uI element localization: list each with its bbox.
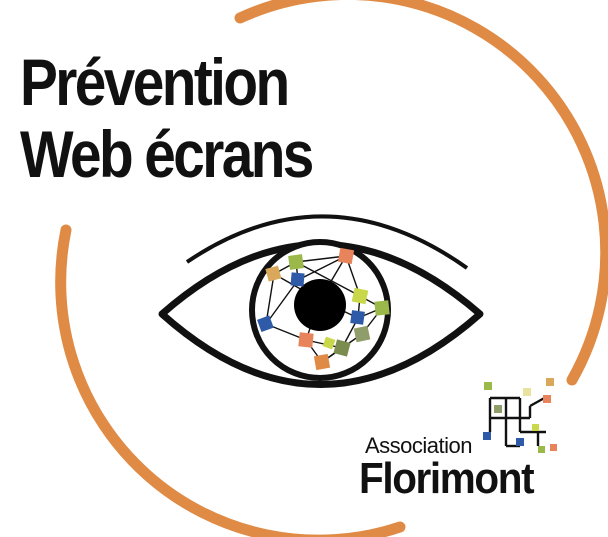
page-title: Prévention Web écrans	[20, 45, 314, 191]
title-line-2: Web écrans	[20, 117, 314, 191]
ring-arc-left-bottom	[55, 224, 406, 537]
tile	[351, 287, 369, 305]
tile	[353, 325, 371, 343]
tile	[333, 339, 351, 357]
iris-tiles	[257, 247, 390, 371]
eye-icon	[158, 214, 484, 388]
eye-brow	[185, 214, 469, 270]
tile	[322, 336, 336, 350]
tile	[298, 332, 314, 348]
association-name: Florimont	[359, 454, 535, 503]
eye-outline	[158, 241, 484, 388]
ring-arc-top-right	[234, 0, 608, 386]
title-line-1: Prévention	[20, 45, 290, 119]
tile	[337, 247, 355, 265]
tile	[265, 265, 282, 282]
florimont-tree-icon	[488, 394, 549, 448]
tile	[257, 315, 274, 333]
tile	[350, 310, 365, 325]
tile	[313, 353, 331, 371]
eye-pupil	[294, 279, 346, 331]
association-label: Association	[365, 433, 473, 458]
tile	[288, 254, 304, 270]
tile	[290, 272, 305, 287]
tile	[374, 300, 390, 316]
florimont-tree-tiles	[483, 378, 557, 453]
